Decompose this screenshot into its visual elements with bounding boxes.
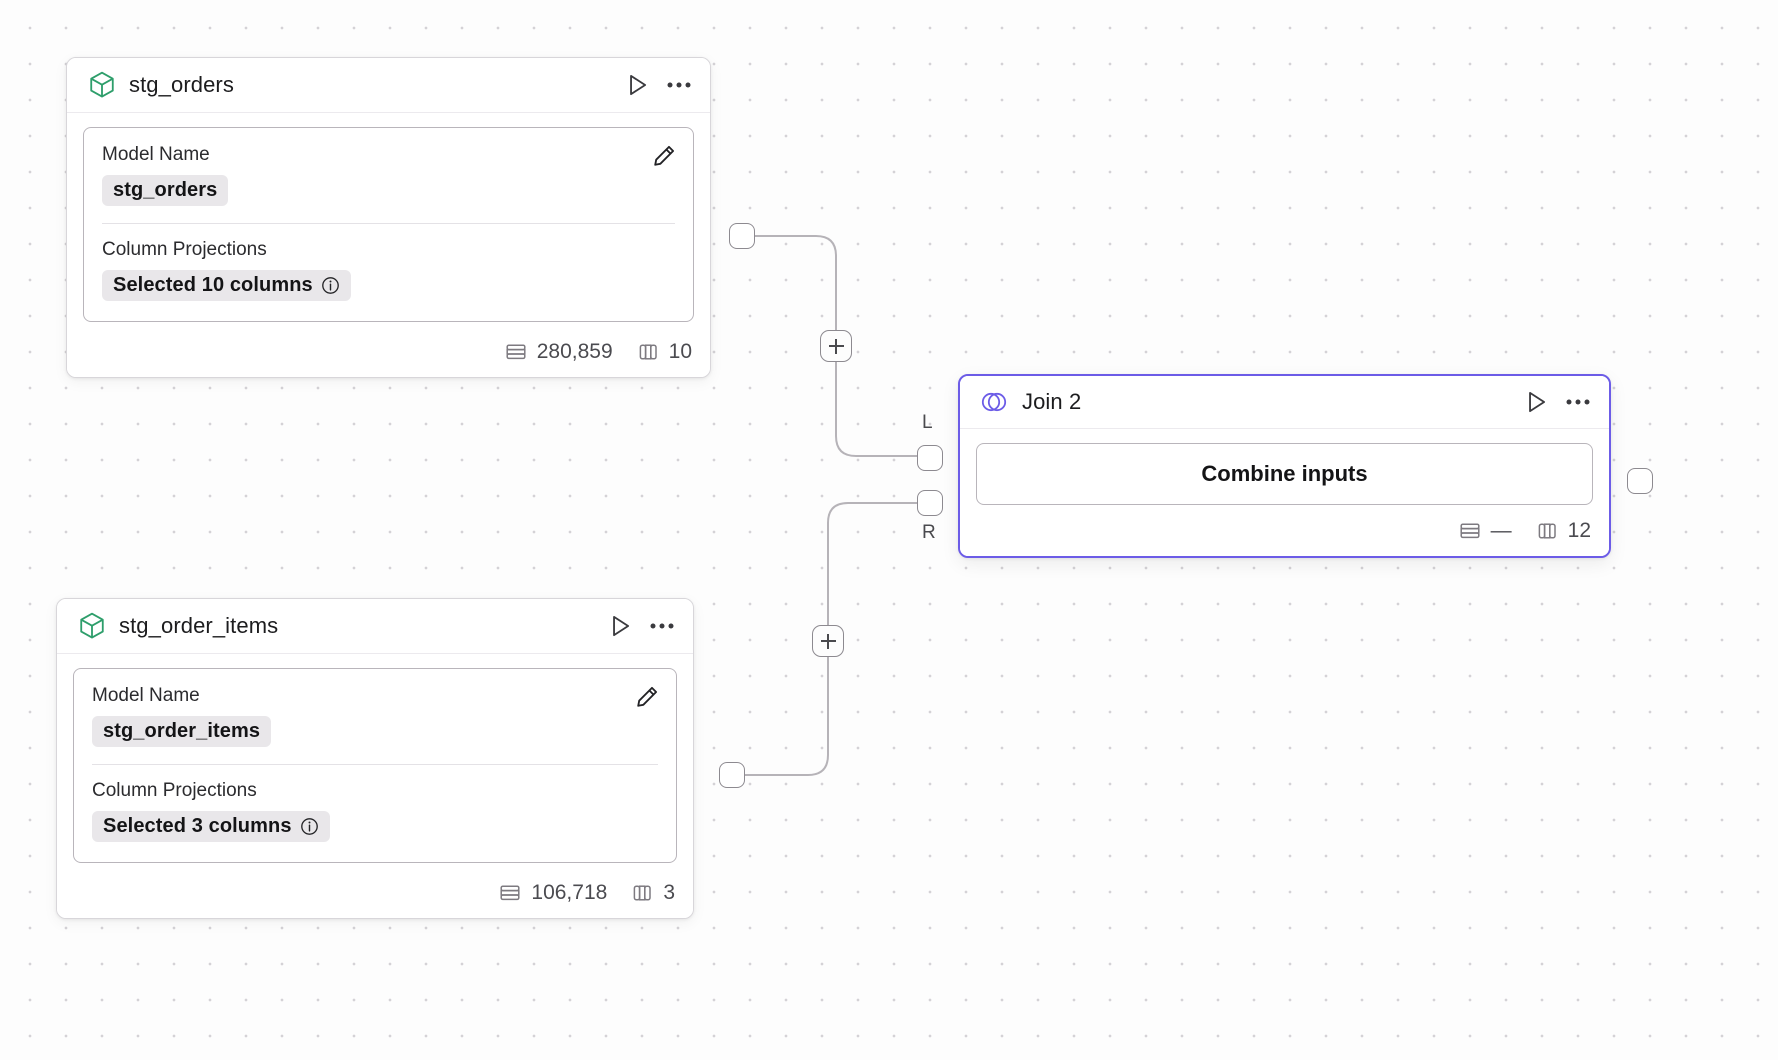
- add-node-on-edge-button-bottom[interactable]: [812, 625, 844, 657]
- columns-icon: [637, 341, 659, 363]
- cube-icon: [79, 612, 105, 640]
- row-count-stat: 106,718: [499, 881, 607, 905]
- row-count-value: 280,859: [536, 340, 613, 363]
- input-port-join-right[interactable]: [917, 490, 943, 516]
- output-port-join-2[interactable]: [1627, 468, 1653, 494]
- run-icon[interactable]: [607, 613, 633, 639]
- node-header: Join 2: [960, 376, 1609, 429]
- node-header: stg_order_items: [57, 599, 693, 654]
- pencil-icon[interactable]: [634, 684, 660, 715]
- node-title: Join 2: [1022, 389, 1082, 414]
- output-port-stg-order-items[interactable]: [719, 762, 745, 788]
- rows-icon: [1459, 520, 1481, 542]
- cube-icon: [89, 71, 115, 99]
- row-count-value: 106,718: [531, 881, 608, 904]
- columns-icon: [631, 882, 653, 904]
- more-options-icon[interactable]: [649, 622, 675, 630]
- column-count-stat: 3: [631, 881, 675, 905]
- input-port-label-right: R: [922, 522, 936, 543]
- field-value-model-name[interactable]: stg_orders: [102, 175, 229, 206]
- node-join-2[interactable]: Join 2 Combine inputs: [958, 374, 1611, 558]
- more-options-icon[interactable]: [666, 81, 692, 89]
- node-stg-order-items[interactable]: stg_order_items: [56, 598, 694, 919]
- column-count-stat: 12: [1536, 519, 1591, 543]
- node-body: Model Name stg_orders Column Projections…: [67, 113, 710, 330]
- node-title: stg_orders: [129, 72, 234, 97]
- field-label-model-name: Model Name: [92, 685, 200, 706]
- row-count-value: —: [1490, 519, 1512, 542]
- rows-icon: [505, 341, 527, 363]
- node-stg-orders[interactable]: stg_orders: [66, 57, 711, 378]
- input-port-label-left: L: [922, 412, 933, 433]
- chip-text: Selected 10 columns: [113, 274, 313, 296]
- field-value-model-name[interactable]: stg_order_items: [92, 716, 272, 747]
- chip-text: stg_orders: [113, 179, 218, 201]
- node-body: Combine inputs: [960, 429, 1609, 509]
- column-count-value: 10: [668, 340, 692, 363]
- node-footer: 280,859 10: [67, 330, 710, 377]
- output-port-stg-orders[interactable]: [729, 223, 755, 249]
- chip-text: stg_order_items: [103, 720, 261, 742]
- column-count-value: 12: [1567, 519, 1591, 542]
- venn-join-icon: [980, 390, 1008, 414]
- node-title: stg_order_items: [119, 613, 279, 638]
- field-label-model-name: Model Name: [102, 144, 210, 165]
- field-value-column-projections[interactable]: Selected 10 columns: [102, 270, 351, 301]
- row-count-stat: 280,859: [505, 340, 613, 364]
- field-label-column-projections: Column Projections: [102, 239, 267, 260]
- run-icon[interactable]: [624, 72, 650, 98]
- node-header: stg_orders: [67, 58, 710, 113]
- field-divider: [102, 223, 675, 224]
- input-port-join-left[interactable]: [917, 445, 943, 471]
- info-icon[interactable]: [300, 817, 319, 836]
- column-count-stat: 10: [637, 340, 692, 364]
- rows-icon: [499, 882, 521, 904]
- info-icon[interactable]: [321, 276, 340, 295]
- model-config-card: Model Name stg_order_items Column Projec…: [73, 668, 677, 863]
- more-options-icon[interactable]: [1565, 398, 1591, 406]
- field-label-column-projections: Column Projections: [92, 780, 257, 801]
- combine-inputs-label: Combine inputs: [1201, 461, 1368, 486]
- node-footer: 106,718 3: [57, 871, 693, 918]
- run-icon[interactable]: [1523, 389, 1549, 415]
- node-body: Model Name stg_order_items Column Projec…: [57, 654, 693, 871]
- pencil-icon[interactable]: [651, 143, 677, 174]
- combine-inputs-button[interactable]: Combine inputs: [976, 443, 1593, 505]
- model-config-card: Model Name stg_orders Column Projections…: [83, 127, 694, 322]
- column-count-value: 3: [663, 881, 675, 904]
- field-divider: [92, 764, 658, 765]
- field-value-column-projections[interactable]: Selected 3 columns: [92, 811, 330, 842]
- node-footer: — 12: [960, 509, 1609, 556]
- row-count-stat: —: [1459, 519, 1512, 543]
- chip-text: Selected 3 columns: [103, 815, 292, 837]
- add-node-on-edge-button-top[interactable]: [820, 330, 852, 362]
- columns-icon: [1536, 520, 1558, 542]
